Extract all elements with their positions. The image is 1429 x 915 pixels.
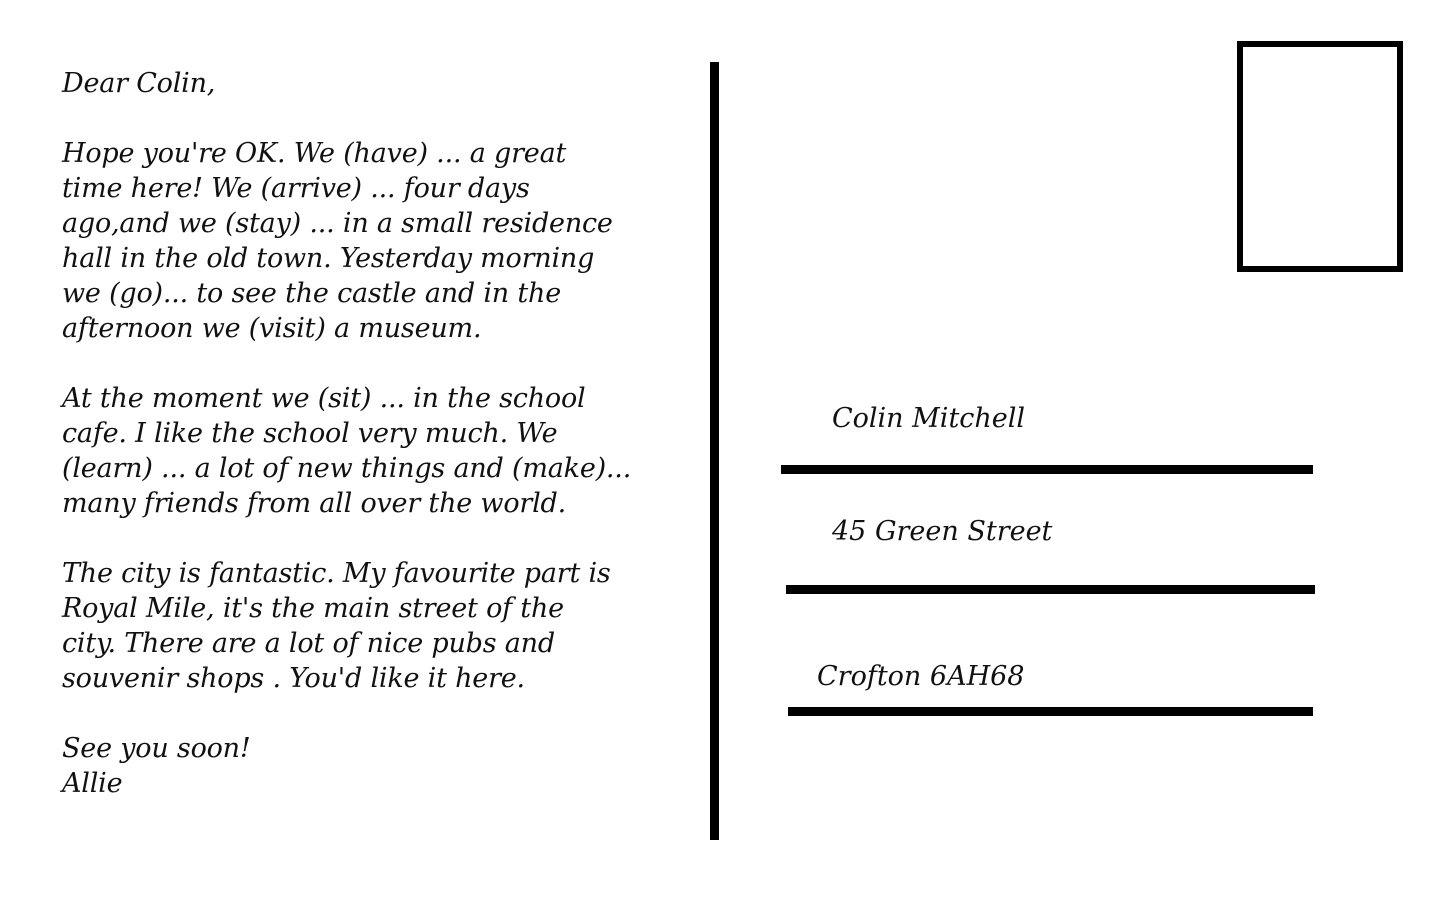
paragraph-gap [62,346,682,381]
signature: Allie [62,768,123,799]
message-line: (learn) ... a lot of new things and (mak… [62,453,632,484]
message-line: souvenir shops . You'd like it here. [62,663,525,694]
stamp-box [1237,41,1403,272]
message-line: afternoon we (visit) a museum. [62,313,482,344]
address-street: 45 Green Street [832,516,1053,547]
message-line: Royal Mile, it's the main street of the [62,593,564,624]
address-name: Colin Mitchell [832,403,1026,434]
address-line-2 [786,585,1315,594]
paragraph-gap [62,101,682,136]
paragraph-gap [62,696,682,731]
message-line: city. There are a lot of nice pubs and [62,628,555,659]
address-line-1 [781,465,1313,474]
message-line: The city is fantastic. My favourite part… [62,558,611,589]
center-divider [710,62,719,840]
address-line-3 [788,707,1313,716]
message-line: time here! We (arrive) ... four days [62,173,530,204]
message-line: many friends from all over the world. [62,488,566,519]
message-line: Hope you're OK. We (have) ... a great [62,138,567,169]
message-line: At the moment we (sit) ... in the school [62,383,586,414]
greeting: Dear Colin, [62,68,216,99]
closing: See you soon! [62,733,251,764]
postcard-message: Dear Colin, Hope you're OK. We (have) ..… [62,66,682,801]
message-line: ago,and we (stay) ... in a small residen… [62,208,613,239]
address-city: Crofton 6AH68 [817,661,1025,692]
message-line: we (go)... to see the castle and in the [62,278,561,309]
message-line: cafe. I like the school very much. We [62,418,558,449]
paragraph-gap [62,521,682,556]
message-line: hall in the old town. Yesterday morning [62,243,595,274]
